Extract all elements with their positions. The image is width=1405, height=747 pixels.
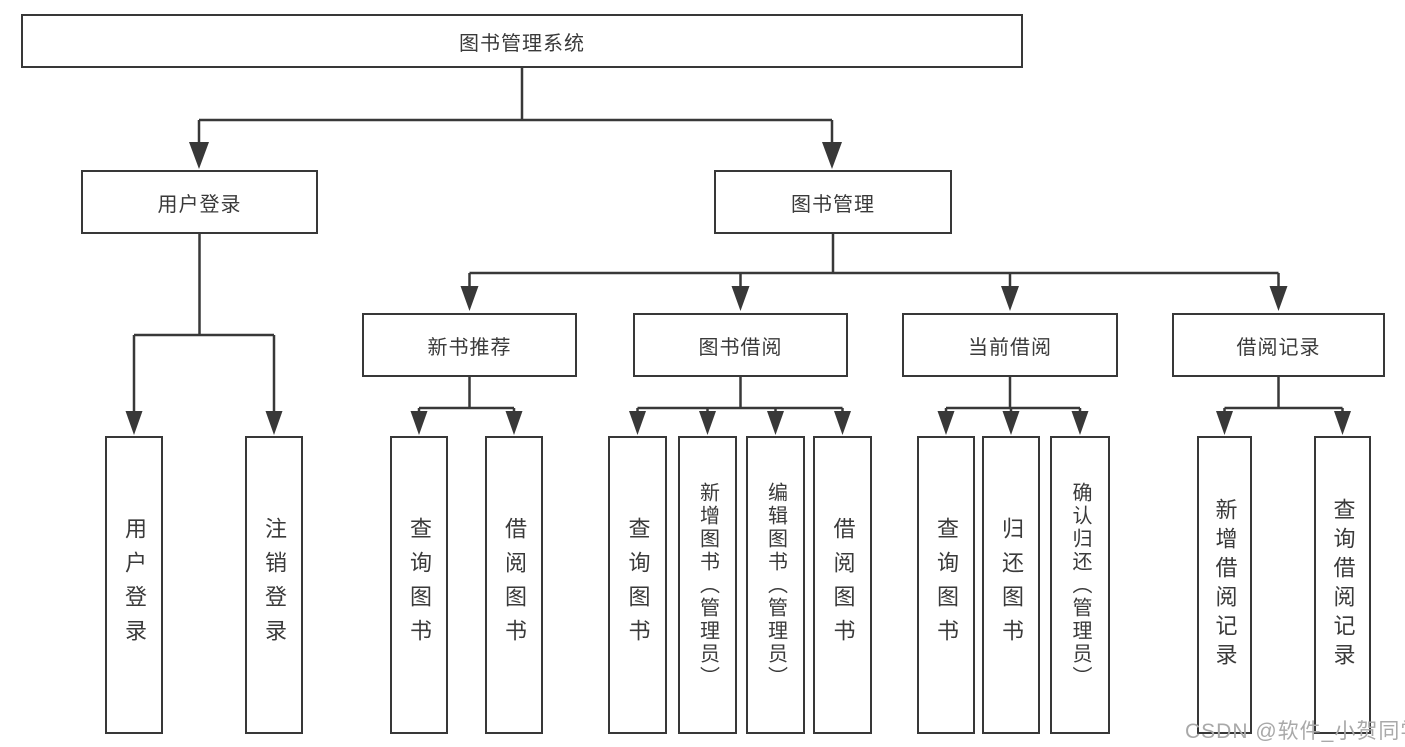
leaf-query-books-recommend: 查询图书 <box>390 436 448 734</box>
node-current-borrowing: 当前借阅 <box>902 313 1118 377</box>
leaf-query-books-borrow: 查询图书 <box>608 436 667 734</box>
leaf-add-book-admin: 新增图书（管理员） <box>678 436 737 734</box>
arrowhead-icons <box>125 142 1351 435</box>
leaf-user-login: 用户登录 <box>105 436 163 734</box>
leaf-query-books-current: 查询图书 <box>917 436 975 734</box>
leaf-query-borrow-record: 查询借阅记录 <box>1314 436 1371 734</box>
leaf-borrow-books-recommend: 借阅图书 <box>485 436 543 734</box>
leaf-confirm-return-admin: 确认归还（管理员） <box>1050 436 1110 734</box>
leaf-borrow-books: 借阅图书 <box>813 436 872 734</box>
leaf-return-book: 归还图书 <box>982 436 1040 734</box>
node-user-login: 用户登录 <box>81 170 318 234</box>
node-library-management-system: 图书管理系统 <box>21 14 1023 68</box>
leaf-logout: 注销登录 <box>245 436 303 734</box>
leaf-add-borrow-record: 新增借阅记录 <box>1197 436 1252 734</box>
leaf-edit-book-admin: 编辑图书（管理员） <box>746 436 805 734</box>
node-book-borrowing: 图书借阅 <box>633 313 848 377</box>
node-new-book-recommend: 新书推荐 <box>362 313 577 377</box>
watermark: CSDN @软件_小贺同学 <box>1185 720 1405 743</box>
node-borrowing-records: 借阅记录 <box>1172 313 1385 377</box>
node-book-management: 图书管理 <box>714 170 952 234</box>
